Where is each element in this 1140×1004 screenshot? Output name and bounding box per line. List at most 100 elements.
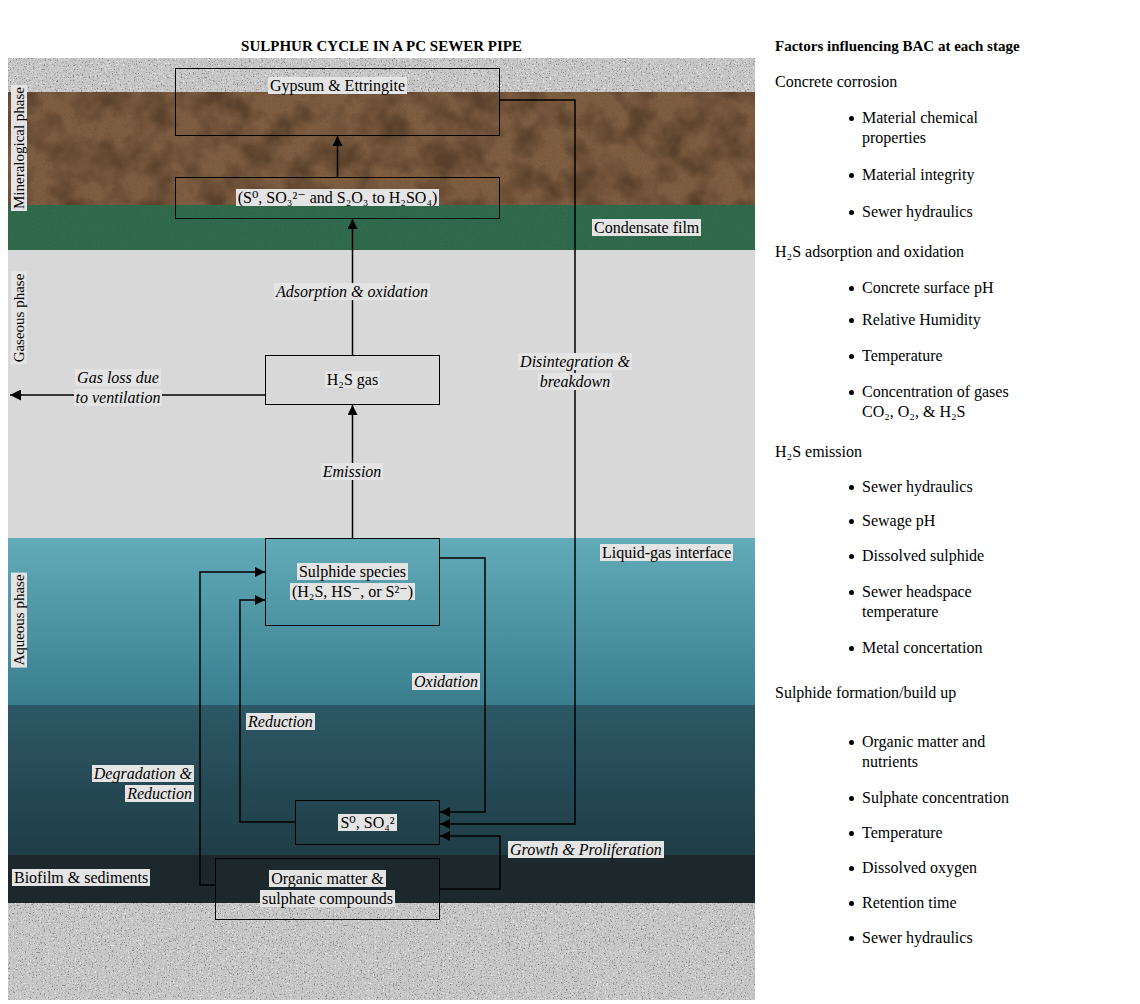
label-holder: Concrete corrosion <box>775 72 1115 92</box>
edge-label-holder: Oxidation <box>410 672 480 692</box>
label-holder: Liquid-gas interface <box>600 543 750 563</box>
process-label: Growth & Proliferation <box>508 841 664 858</box>
edge-label-holder: Disintegration & breakdown <box>495 352 655 392</box>
factor-item: Metal concertation <box>862 639 982 656</box>
panel-heading: Factors influencing BAC at each stage <box>775 38 1020 54</box>
edge-label-holder: Reduction <box>246 712 326 732</box>
factor-item: Material chemical properties <box>862 109 978 146</box>
layer-label: Condensate film <box>592 219 701 236</box>
bullet-dot <box>849 116 854 121</box>
bullet-dot <box>849 173 854 178</box>
label-holder: Sewage pH <box>862 511 1030 531</box>
label-holder: Temperature <box>862 823 1030 843</box>
bullet-dot <box>849 554 854 559</box>
label-holder: Sewer hydraulics <box>862 928 1030 948</box>
process-label: Degradation & Reduction <box>92 765 194 802</box>
concrete-texture <box>8 903 755 1000</box>
factor-item: Sewer hydraulics <box>862 203 973 220</box>
label-holder: Organic matter and nutrients <box>862 732 1030 772</box>
text-line: H₂S gas <box>325 370 380 390</box>
factor-item: Dissolved sulphide <box>862 547 984 564</box>
label-holder: Gaseous phase <box>9 272 29 365</box>
gas-box: H₂S gas <box>265 355 440 405</box>
phase-label: Mineralogical phase <box>11 85 27 211</box>
box-text: Gypsum & Ettringite <box>268 77 407 94</box>
bullet-dot <box>849 796 854 801</box>
bullet-dot <box>849 936 854 941</box>
label-holder: Concrete surface pH <box>862 278 1030 298</box>
factor-item: Sewage pH <box>862 512 935 529</box>
organic-matter-box: Organic matter & sulphate compounds <box>215 858 440 920</box>
mineral-texture <box>8 92 755 205</box>
label-holder: Concentration of gases CO₂, O₂, & H₂S <box>862 382 1030 422</box>
factor-item: Retention time <box>862 894 957 911</box>
factor-item: Sewer headspace temperature <box>862 583 972 620</box>
layer-label: Liquid-gas interface <box>600 544 733 561</box>
bullet-dot <box>849 590 854 595</box>
text-line: (S⁰, SO₃²⁻ and S₂O₃ to H₂SO₄) <box>236 188 440 208</box>
factor-item: Concrete surface pH <box>862 279 994 296</box>
edge-label-holder: Emission <box>302 462 402 482</box>
edge-label-holder: Adsorption & oxidation <box>262 282 442 302</box>
label-holder: Material integrity <box>862 165 1030 185</box>
process-label: Adsorption & oxidation <box>274 283 430 300</box>
aqueous-layer <box>8 538 755 705</box>
phase-label: Aqueous phase <box>11 572 27 667</box>
sulphur-species-box: S⁰, SO₄² <box>295 800 440 845</box>
flow-arrow <box>440 100 575 824</box>
label-holder: H₂S emission <box>775 442 1115 462</box>
mineral-texture <box>8 92 755 205</box>
label-holder: Dissolved sulphide <box>862 546 1030 566</box>
bullet-dot <box>849 866 854 871</box>
label-holder: Aqueous phase <box>9 572 29 667</box>
label-holder: Relative Humidity <box>862 310 1030 330</box>
condensate-film-layer <box>8 205 755 250</box>
factor-item: Dissolved oxygen <box>862 859 977 876</box>
flow-arrow <box>440 836 500 889</box>
box-text: Sulphide species (H₂S, HS⁻, or S²⁻) <box>290 563 415 600</box>
label-holder: Factors influencing BAC at each stage <box>775 36 1135 56</box>
label-holder: Metal concertation <box>862 638 1030 658</box>
gaseous-layer <box>8 250 755 538</box>
flow-arrow <box>337 136 339 177</box>
factor-heading: H₂S adsorption and oxidation <box>775 243 964 260</box>
process-label: Disintegration & breakdown <box>518 353 632 390</box>
factor-item: Sewer hydraulics <box>862 929 973 946</box>
mineral-layer <box>8 92 755 205</box>
edge-label-holder: Degradation & Reduction <box>80 764 194 804</box>
bullet-dot <box>849 485 854 490</box>
factor-item: Sewer hydraulics <box>862 478 973 495</box>
bullet-dot <box>849 286 854 291</box>
label-holder: H₂S adsorption and oxidation <box>775 242 1115 262</box>
concrete-wall <box>8 903 755 1000</box>
text-line: Gypsum & Ettringite <box>268 76 407 96</box>
factor-heading: Sulphide formation/build up <box>775 684 956 701</box>
factor-item: Organic matter and nutrients <box>862 733 985 770</box>
label-holder: Sulphide formation/build up <box>775 683 1115 703</box>
process-label: Emission <box>321 463 384 480</box>
bullet-dot <box>849 831 854 836</box>
bullet-dot <box>849 740 854 745</box>
text-line: Organic matter & sulphate compounds <box>256 869 399 909</box>
bullet-dot <box>849 646 854 651</box>
box-text: (S⁰, SO₃²⁻ and S₂O₃ to H₂SO₄) <box>236 189 440 206</box>
sulphide-box: Sulphide species (H₂S, HS⁻, or S²⁻) <box>265 538 440 626</box>
phase-label: Gaseous phase <box>11 272 27 365</box>
process-label: Oxidation <box>412 673 480 690</box>
bullet-dot <box>849 519 854 524</box>
bullet-dot <box>849 390 854 395</box>
deep-water-layer <box>8 705 755 855</box>
factor-item: Temperature <box>862 347 943 364</box>
factor-item: Temperature <box>862 824 943 841</box>
factor-item: Concentration of gases CO₂, O₂, & H₂S <box>862 383 1009 420</box>
label-holder: Mineralogical phase <box>9 85 29 211</box>
factor-item: Relative Humidity <box>862 311 981 328</box>
text-line: S⁰, SO₄² <box>338 813 396 833</box>
bullet-dot <box>849 901 854 906</box>
label-holder: Sewer headspace temperature <box>862 582 1030 622</box>
label-holder: Sewer hydraulics <box>862 477 1030 497</box>
diagram-title: SULPHUR CYCLE IN A PC SEWER PIPE <box>8 36 755 56</box>
label-holder: Material chemical properties <box>862 108 1030 148</box>
